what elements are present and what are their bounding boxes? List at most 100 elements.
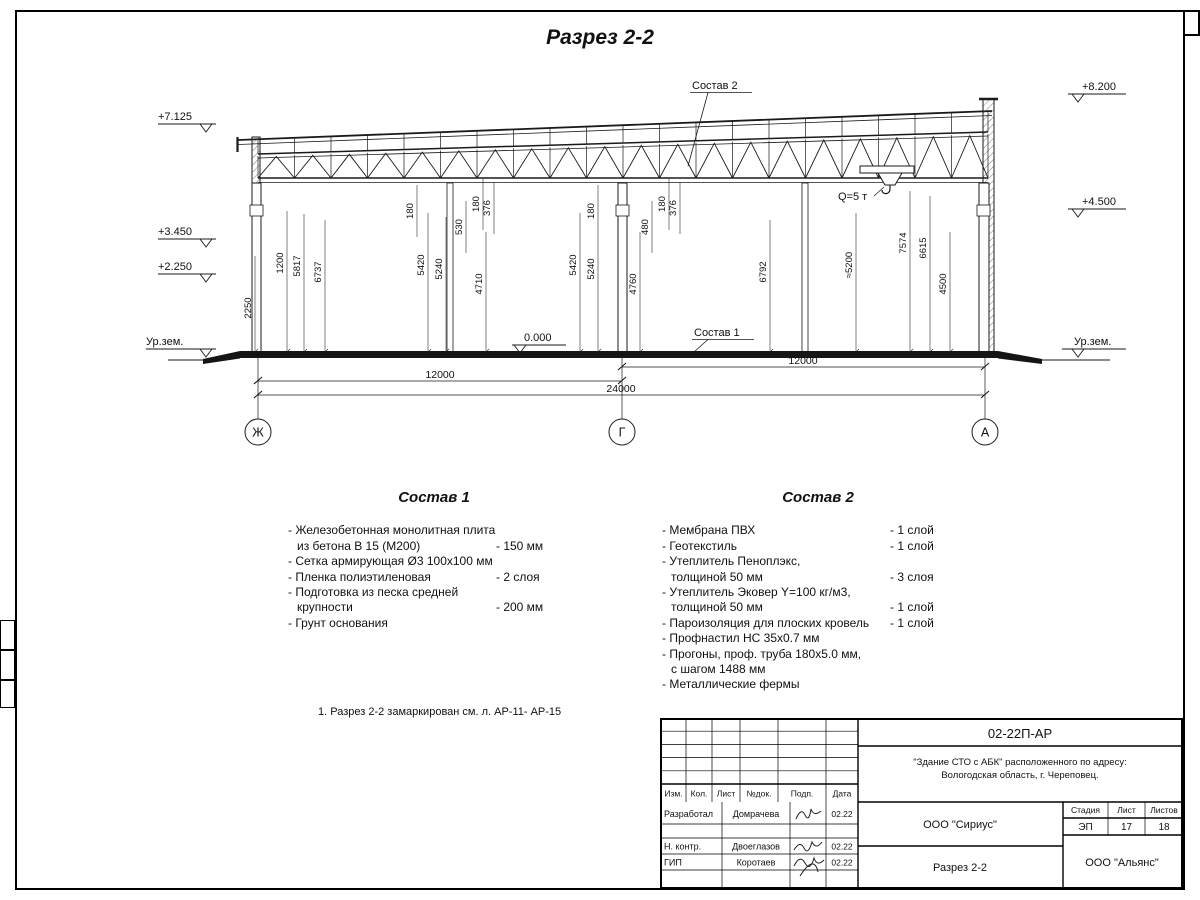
list-item: - Пароизоляция для плоских кровель - 1 сл… bbox=[662, 616, 974, 631]
elevation-label: +7.125 bbox=[158, 111, 192, 123]
ground-level-label: Ур.зем. bbox=[1074, 336, 1111, 348]
sostav2-callout: Состав 2 bbox=[692, 80, 738, 92]
axis-markers bbox=[244, 418, 999, 446]
item-text: - Утеплитель Пеноплэкс, bbox=[662, 554, 801, 569]
corbel bbox=[249, 204, 264, 217]
item-value: - 1 слой bbox=[890, 600, 934, 615]
list-item: - Металлические фермы bbox=[662, 677, 974, 692]
item-value bbox=[890, 662, 974, 677]
v-dim-label: 2250 bbox=[243, 297, 254, 318]
composition-2-heading: Состав 2 bbox=[782, 489, 854, 506]
margin-box bbox=[0, 680, 15, 708]
doc-code: 02-22П-АР bbox=[988, 726, 1052, 741]
project-name-line1: "Здание СТО с АБК" расположенного по адр… bbox=[913, 757, 1126, 768]
sheet-label: Лист bbox=[1117, 805, 1136, 815]
zero-level-label: 0.000 bbox=[524, 332, 552, 344]
post bbox=[801, 182, 809, 353]
h-dim-label: 12000 bbox=[788, 355, 817, 367]
item-value bbox=[496, 616, 580, 631]
staff-date: 02.22 bbox=[831, 842, 853, 852]
elevation-label: +3.450 bbox=[158, 226, 192, 238]
margin-box bbox=[0, 620, 15, 650]
staff-role: ГИП bbox=[664, 858, 682, 868]
item-text: - Профнастил НС 35x0.7 мм bbox=[662, 631, 820, 646]
item-text: - Железобетонная монолитная плита bbox=[288, 523, 496, 538]
item-text: толщиной 50 мм bbox=[671, 600, 763, 615]
axis-label: Г bbox=[619, 426, 626, 440]
staff-role: Разработал bbox=[664, 809, 713, 819]
list-item: - Грунт основания bbox=[288, 616, 580, 631]
org1-name: ООО "Сириус" bbox=[923, 819, 997, 831]
item-text: с шагом 1488 мм bbox=[671, 662, 766, 677]
list-item: из бетона В 15 (М200)- 150 мм bbox=[288, 539, 580, 554]
list-item: толщиной 50 мм - 1 слой bbox=[662, 600, 974, 615]
v-dim-label: 4500 bbox=[938, 273, 949, 294]
composition-1-list: Состав 1 - Железобетонная монолитная пли… bbox=[288, 490, 580, 631]
item-value: - 1 слой bbox=[890, 523, 934, 538]
signature bbox=[795, 808, 822, 820]
corbel bbox=[976, 204, 991, 217]
item-value bbox=[890, 631, 974, 646]
v-dim-label: 180 bbox=[657, 196, 668, 212]
item-value: - 1 слой bbox=[890, 538, 934, 553]
v-dim-label: 6615 bbox=[918, 237, 929, 258]
col-header: №док. bbox=[747, 789, 772, 799]
v-dim-label: 180 bbox=[586, 203, 597, 219]
item-text: - Прогоны, проф. труба 180x5.0 мм, bbox=[662, 646, 862, 661]
item-text: - Металлические фермы bbox=[662, 677, 800, 692]
v-dim-label: 4760 bbox=[628, 273, 639, 294]
item-value: - 3 слоя bbox=[890, 569, 934, 584]
dim-guides bbox=[251, 178, 954, 356]
sheet-frame bbox=[15, 10, 1185, 890]
v-dim-label: ≈5200 bbox=[844, 252, 855, 278]
columns bbox=[249, 182, 991, 353]
signatures bbox=[793, 808, 825, 877]
crane-capacity-label: Q=5 т bbox=[838, 191, 867, 203]
list-item: - Профнастил НС 35x0.7 мм bbox=[662, 631, 974, 646]
h-dim-label: 12000 bbox=[425, 369, 454, 381]
item-text: - Сетка армирующая Ø3 100x100 мм bbox=[288, 554, 493, 569]
item-value: - 1 слой bbox=[890, 615, 934, 630]
sheet-name: Разрез 2-2 bbox=[933, 862, 987, 874]
stage-value: ЭП bbox=[1078, 822, 1092, 833]
list-item: с шагом 1488 мм bbox=[662, 662, 974, 677]
item-text: - Грунт основания bbox=[288, 615, 388, 630]
corner-stamp-box bbox=[1183, 10, 1200, 36]
sostav1-callout: Состав 1 bbox=[694, 327, 740, 339]
signature bbox=[793, 840, 823, 852]
composition-2-list: Состав 2 - Мембрана ПВХ- 1 слой - Геотек… bbox=[662, 490, 974, 693]
org2-name: ООО "Альянс" bbox=[1085, 857, 1159, 869]
list-item: - Мембрана ПВХ - 1 слой bbox=[662, 523, 974, 538]
v-dim-label: 376 bbox=[668, 200, 679, 216]
truss-verticals bbox=[257, 134, 989, 178]
axis-label: Ж bbox=[252, 426, 264, 440]
v-dim-label: 6792 bbox=[758, 261, 769, 282]
v-dim-label: 5240 bbox=[434, 258, 445, 279]
staff-name: Двоеглазов bbox=[732, 842, 780, 852]
project-name-line2: Вологодская область, г. Череповец. bbox=[941, 770, 1098, 781]
dimension-lines bbox=[253, 356, 990, 419]
list-item: - Пленка полиэтиленовая- 2 слоя bbox=[288, 570, 580, 585]
sheets-label: Листов bbox=[1150, 805, 1178, 815]
col-header: Подп. bbox=[791, 789, 814, 799]
floor-slab bbox=[203, 351, 1042, 364]
list-item: - Подготовка из песка средней bbox=[288, 585, 580, 600]
staff-name: Домрачева bbox=[733, 809, 780, 819]
list-item: толщиной 50 мм- 3 слоя bbox=[662, 570, 974, 585]
item-text: - Мембрана ПВХ bbox=[662, 523, 756, 538]
callout-leaders bbox=[687, 92, 754, 353]
axis-label: А bbox=[981, 426, 990, 440]
list-item: крупности- 200 мм bbox=[288, 600, 580, 615]
item-text: - Пленка полиэтиленовая bbox=[288, 569, 431, 584]
item-text: - Пароизоляция для плоских кровель bbox=[662, 615, 870, 630]
corbel bbox=[615, 204, 630, 217]
item-text: крупности bbox=[297, 600, 353, 615]
item-value bbox=[496, 554, 580, 569]
v-dim-label: 5240 bbox=[586, 258, 597, 279]
elevation-label: +4.500 bbox=[1082, 196, 1116, 208]
item-value bbox=[496, 585, 580, 600]
composition-1-heading: Состав 1 bbox=[398, 489, 470, 506]
v-dim-label: 530 bbox=[454, 219, 465, 235]
sheets-total: 18 bbox=[1158, 822, 1170, 833]
item-text: - Утеплитель Эковер Y=100 кг/м3, bbox=[662, 585, 851, 600]
